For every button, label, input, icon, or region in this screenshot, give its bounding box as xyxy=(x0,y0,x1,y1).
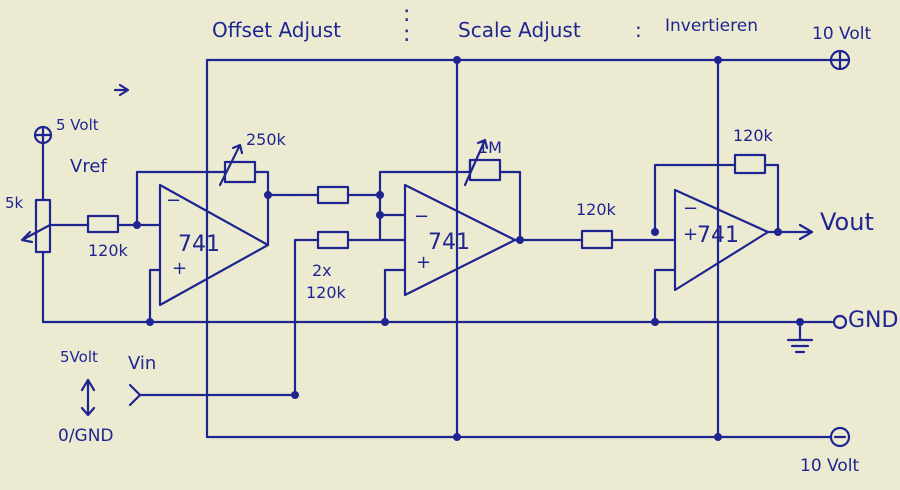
section-separator: :: xyxy=(403,2,411,47)
vin-high-label: 5Volt xyxy=(60,348,98,366)
vin-low-label: 0/GND xyxy=(58,426,114,446)
vertical-wire xyxy=(205,58,720,439)
vin-label: Vin xyxy=(128,353,157,374)
negative-supply-label: 10 Volt xyxy=(800,456,860,476)
ref-supply-label: 5 Volt xyxy=(56,116,99,134)
resistor-120k-b xyxy=(316,230,350,250)
pot-5k-label: 5k xyxy=(5,194,24,212)
resistor-pair-label: 120k xyxy=(306,283,346,302)
junction-dots xyxy=(133,56,804,441)
resistor-120k-inv xyxy=(580,229,614,250)
opamp-2-label: 741 xyxy=(428,230,470,255)
opamp-1-label: 741 xyxy=(178,232,220,257)
vin-arrow xyxy=(128,383,142,407)
section-offset-adjust: Offset Adjust xyxy=(212,18,341,42)
opamp-1 xyxy=(158,183,270,307)
pot-1m xyxy=(468,158,502,182)
ground-symbol-icon xyxy=(786,320,814,354)
opamp-3-label: 741 xyxy=(697,223,739,248)
resistor-120k-input-label: 120k xyxy=(88,241,128,260)
opamp-3-minus: − xyxy=(683,198,699,219)
vref-label: Vref xyxy=(70,156,107,177)
opamp-3 xyxy=(673,188,770,292)
resistor-120k-feedback xyxy=(733,153,767,175)
switch-arrow-icon xyxy=(80,378,96,417)
positive-supply-label: 10 Volt xyxy=(812,24,872,44)
pot-250k xyxy=(223,160,257,184)
resistor-120k-a xyxy=(316,185,350,205)
section-scale-adjust: Scale Adjust xyxy=(458,18,581,42)
pot-1m-label: 1M xyxy=(478,138,502,157)
pot-250k-label: 250k xyxy=(246,130,286,149)
pot-wiper-arrow xyxy=(20,223,52,244)
vout-label: Vout xyxy=(820,208,874,236)
opamp-1-minus: − xyxy=(166,190,182,211)
opamp-2-plus: + xyxy=(416,252,432,273)
resistor-pair-count: 2x xyxy=(312,261,332,280)
gnd-label: GND xyxy=(848,308,899,333)
resistor-120k-feedback-label: 120k xyxy=(733,126,773,145)
opamp-2-minus: − xyxy=(414,206,430,227)
resistor-120k-input xyxy=(86,214,120,234)
gnd-terminal xyxy=(832,314,848,330)
opamp-1-plus: + xyxy=(172,258,188,279)
positive-terminal xyxy=(829,49,851,71)
resistor-120k-inv-label: 120k xyxy=(576,200,616,219)
opamp-2 xyxy=(403,183,517,297)
negative-terminal xyxy=(829,426,851,448)
ref-terminal xyxy=(33,125,53,145)
section-separator-2: : xyxy=(635,18,642,42)
section-invertieren: Invertieren xyxy=(665,16,758,36)
opamp-3-plus: + xyxy=(683,224,699,245)
